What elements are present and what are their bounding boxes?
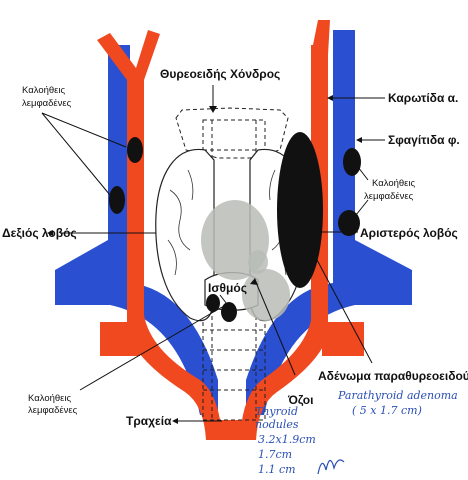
handwritten-nodules-1: Thyroid bbox=[255, 405, 298, 418]
lymph-node-left-upper bbox=[127, 137, 143, 163]
leader-lines bbox=[41, 85, 385, 422]
lymph-node-isthmus-1 bbox=[206, 294, 220, 312]
left-aortic-arch bbox=[127, 315, 222, 440]
lymph-node-isthmus-2 bbox=[221, 302, 237, 322]
handwritten-notes: Parathyroid adenoma ( 5 x 1.7 cm) Thyroi… bbox=[255, 389, 458, 476]
handwritten-nodules-2: nodules bbox=[255, 418, 299, 431]
label-jugular: Σφαγίτιδα φ. bbox=[388, 133, 460, 147]
label-benign-nodes-r-1: Καλοήθεις bbox=[372, 178, 416, 189]
left-carotid-bifurcation bbox=[97, 30, 160, 80]
parathyroid-adenoma bbox=[277, 132, 323, 288]
label-trachea: Τραχεία bbox=[126, 414, 172, 428]
label-benign-nodes-tl-1: Καλοήθεις bbox=[22, 85, 66, 96]
left-subclavian-artery bbox=[100, 322, 140, 356]
arrow-heads bbox=[47, 95, 362, 424]
label-benign-nodes-r-2: λεμφαδένες bbox=[364, 191, 414, 202]
handwritten-nodules-4: 1.7cm bbox=[258, 448, 292, 461]
right-aortic-arch bbox=[240, 320, 328, 440]
handwritten-nodules-3: 3.2x1.9cm bbox=[258, 433, 316, 446]
label-isthmus: Ισθμός bbox=[208, 281, 247, 295]
right-subclavian-artery bbox=[322, 322, 364, 356]
left-jugular-vein bbox=[108, 45, 130, 300]
handwritten-adenoma-en: Parathyroid adenoma bbox=[337, 389, 458, 402]
labels: Θυρεοειδής Χόνδρος Καρωτίδα α. Σφαγίτιδα… bbox=[2, 67, 468, 428]
lymph-node-left-lower bbox=[109, 186, 125, 214]
handwritten-nodules-5: 1.1 cm bbox=[258, 463, 296, 476]
left-brachiocephalic-vein bbox=[55, 283, 218, 415]
lymph-node-right-lower bbox=[338, 210, 360, 236]
nodule-small bbox=[248, 250, 268, 274]
label-right-lobe: Δεξιός λοβός bbox=[2, 226, 77, 240]
label-left-lobe: Αριστερός λοβός bbox=[360, 226, 458, 240]
right-brachiocephalic-vein bbox=[246, 283, 412, 415]
label-carotid: Καρωτίδα α. bbox=[388, 91, 458, 105]
label-nodules: Όζοι bbox=[287, 393, 313, 407]
lymph-nodes bbox=[109, 137, 361, 322]
label-benign-nodes-tl-2: λεμφαδένες bbox=[22, 98, 72, 109]
lymph-node-right-upper bbox=[343, 148, 361, 176]
right-lobe-shape bbox=[155, 148, 215, 322]
label-thyroid-cartilage: Θυρεοειδής Χόνδρος bbox=[160, 67, 280, 81]
label-benign-nodes-bl-2: λεμφαδένες bbox=[28, 405, 78, 416]
label-parathyroid-adenoma: Αδένωμα παραθυρεοειδούς bbox=[318, 369, 468, 383]
aortic-trunk bbox=[206, 420, 256, 440]
left-carotid-artery bbox=[127, 75, 144, 325]
right-carotid-top bbox=[311, 20, 330, 55]
handwritten-signature bbox=[317, 459, 345, 475]
handwritten-adenoma-size: ( 5 x 1.7 cm) bbox=[352, 404, 422, 417]
nodule-medium bbox=[242, 269, 290, 321]
label-benign-nodes-bl-1: Καλοήθεις bbox=[28, 393, 72, 404]
arteries bbox=[97, 20, 364, 440]
